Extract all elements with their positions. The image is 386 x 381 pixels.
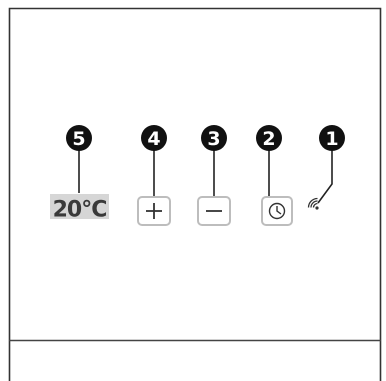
callout-label: 1 — [325, 128, 338, 150]
clock-icon — [268, 202, 286, 220]
timer-button[interactable] — [261, 196, 293, 226]
callout-2: 2 — [256, 125, 282, 151]
callout-label: 4 — [147, 128, 160, 150]
minus-button[interactable] — [197, 196, 231, 226]
callout-5: 5 — [66, 125, 92, 151]
temperature-display: 20°C — [50, 194, 109, 223]
display-text: 20°C — [53, 198, 107, 223]
leader-lines — [78, 150, 333, 204]
callout-label: 2 — [262, 128, 275, 150]
wifi-icon — [307, 197, 318, 208]
wifi-indicator — [307, 197, 319, 210]
callout-4: 4 — [141, 125, 167, 151]
plus-icon — [146, 203, 162, 219]
callout-label: 3 — [207, 128, 220, 150]
callout-3: 3 — [201, 125, 227, 151]
plus-button[interactable] — [137, 196, 171, 226]
display-background — [50, 194, 109, 219]
panel-frame — [8, 7, 382, 381]
callout-label: 5 — [72, 128, 85, 150]
leader-1 — [317, 150, 333, 204]
callout-1: 1 — [319, 125, 345, 151]
